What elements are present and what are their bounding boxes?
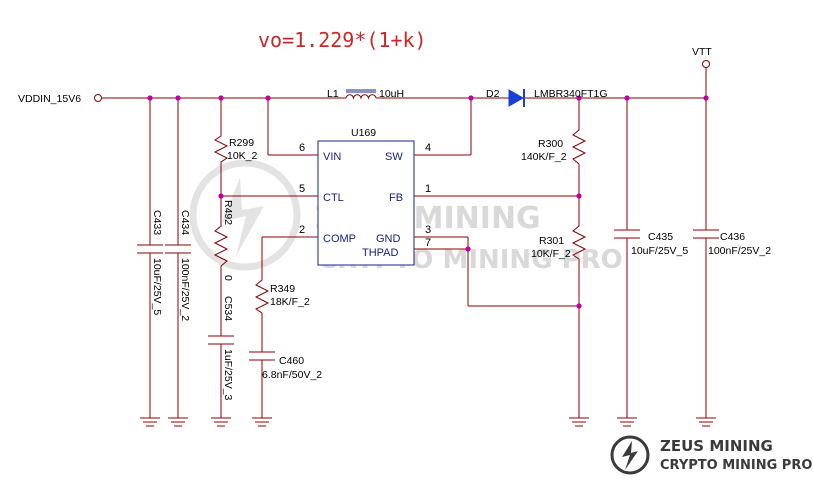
c433-value: 10uF/25V_5 <box>151 258 163 315</box>
resistor-r349: R349 18K/F_2 <box>254 275 310 317</box>
r301-ref: R301 <box>539 235 564 247</box>
formula-text: vo=1.229*(1+k) <box>258 28 427 52</box>
r299-ref: R299 <box>229 137 254 149</box>
r299-value: 10K_2 <box>227 150 258 162</box>
capacitor-c460: C460 6.8nF/50V_2 <box>249 351 322 381</box>
pin-vin-name: VIN <box>323 151 341 163</box>
pin5-num: 5 <box>299 183 305 195</box>
r349-value: 18K/F_2 <box>270 296 310 308</box>
vin-terminal: VDDIN_15V6 <box>18 93 102 105</box>
r349-ref: R349 <box>270 283 295 295</box>
r492-ref: R492 <box>222 200 234 225</box>
diode-d2: D2 LMBR340FT1G <box>486 88 608 107</box>
resistor-r492: R492 0 <box>213 200 234 281</box>
c435-ref: C435 <box>648 231 673 243</box>
vtt-net-label: VTT <box>692 46 712 58</box>
resistor-r301: R301 10K/F_2 <box>531 222 587 262</box>
pin-fb-name: FB <box>389 192 403 204</box>
resistor-r300: R300 140K/F_2 <box>521 126 587 168</box>
r300-value: 140K/F_2 <box>521 151 567 163</box>
ground-c433 <box>140 417 160 427</box>
pin-ctl-name: CTL <box>323 192 344 204</box>
ground-r301 <box>569 417 589 427</box>
r301-value: 10K/F_2 <box>531 248 571 260</box>
c434-value: 100nF/25V_2 <box>179 258 191 321</box>
pin4-num: 4 <box>425 142 431 154</box>
pin-thpad-name: THPAD <box>362 247 399 259</box>
inductor-l1: L1 10uH <box>327 88 404 100</box>
pin-sw-name: SW <box>385 151 403 163</box>
c436-ref: C436 <box>720 231 745 243</box>
vin-net-label: VDDIN_15V6 <box>18 93 81 105</box>
vtt-terminal: VTT <box>692 46 712 68</box>
ground-c460 <box>252 417 272 427</box>
lightning-icon <box>622 441 638 470</box>
pin2-num: 2 <box>299 224 305 236</box>
c460-ref: C460 <box>279 355 304 367</box>
u169-ref: U169 <box>351 127 376 139</box>
c436-value: 100nF/25V_2 <box>708 245 771 257</box>
capacitor-c435: C435 10uF/25V_5 <box>614 229 688 257</box>
pin6-num: 6 <box>299 142 305 154</box>
pin7-num: 7 <box>425 237 431 249</box>
l1-value: 10uH <box>379 88 404 100</box>
pin3-num: 3 <box>425 224 431 236</box>
brand-logo: ZEUS MINING CRYPTO MINING PRO <box>610 435 812 475</box>
c433-ref: C433 <box>151 210 163 235</box>
junctions <box>147 95 709 309</box>
wires <box>102 68 707 418</box>
ground-c435 <box>617 417 637 427</box>
d2-ref: D2 <box>486 88 500 100</box>
r300-ref: R300 <box>538 138 563 150</box>
c460-value: 6.8nF/50V_2 <box>262 369 322 381</box>
capacitor-c436: C436 100nF/25V_2 <box>693 229 771 257</box>
pin-comp-name: COMP <box>323 233 356 245</box>
capacitor-c433: C433 10uF/25V_5 <box>137 210 163 315</box>
brand-line2: CRYPTO MINING PRO <box>660 458 812 473</box>
c435-value: 10uF/25V_5 <box>631 245 688 257</box>
ground-c534 <box>211 417 231 427</box>
l1-ref: L1 <box>327 88 339 100</box>
c534-value: 1uF/25V_3 <box>222 349 234 401</box>
c534-ref: C534 <box>222 296 234 321</box>
pin1-num: 1 <box>425 183 431 195</box>
ground-symbols <box>140 417 716 427</box>
ic-u169: U169 6 VIN 4 SW 5 CTL 1 FB 2 COMP 3 GND … <box>299 127 431 266</box>
c434-ref: C434 <box>179 210 191 235</box>
r492-value: 0 <box>222 275 234 281</box>
capacitor-c434: C434 100nF/25V_2 <box>165 210 191 321</box>
resistor-r299: R299 10K_2 <box>213 132 258 164</box>
capacitor-c534: C534 1uF/25V_3 <box>208 296 234 401</box>
d2-value: LMBR340FT1G <box>534 88 608 100</box>
ground-c436 <box>696 417 716 427</box>
pin-gnd-name: GND <box>376 233 401 245</box>
ground-c434 <box>168 417 188 427</box>
brand-line1: ZEUS MINING <box>660 437 773 455</box>
